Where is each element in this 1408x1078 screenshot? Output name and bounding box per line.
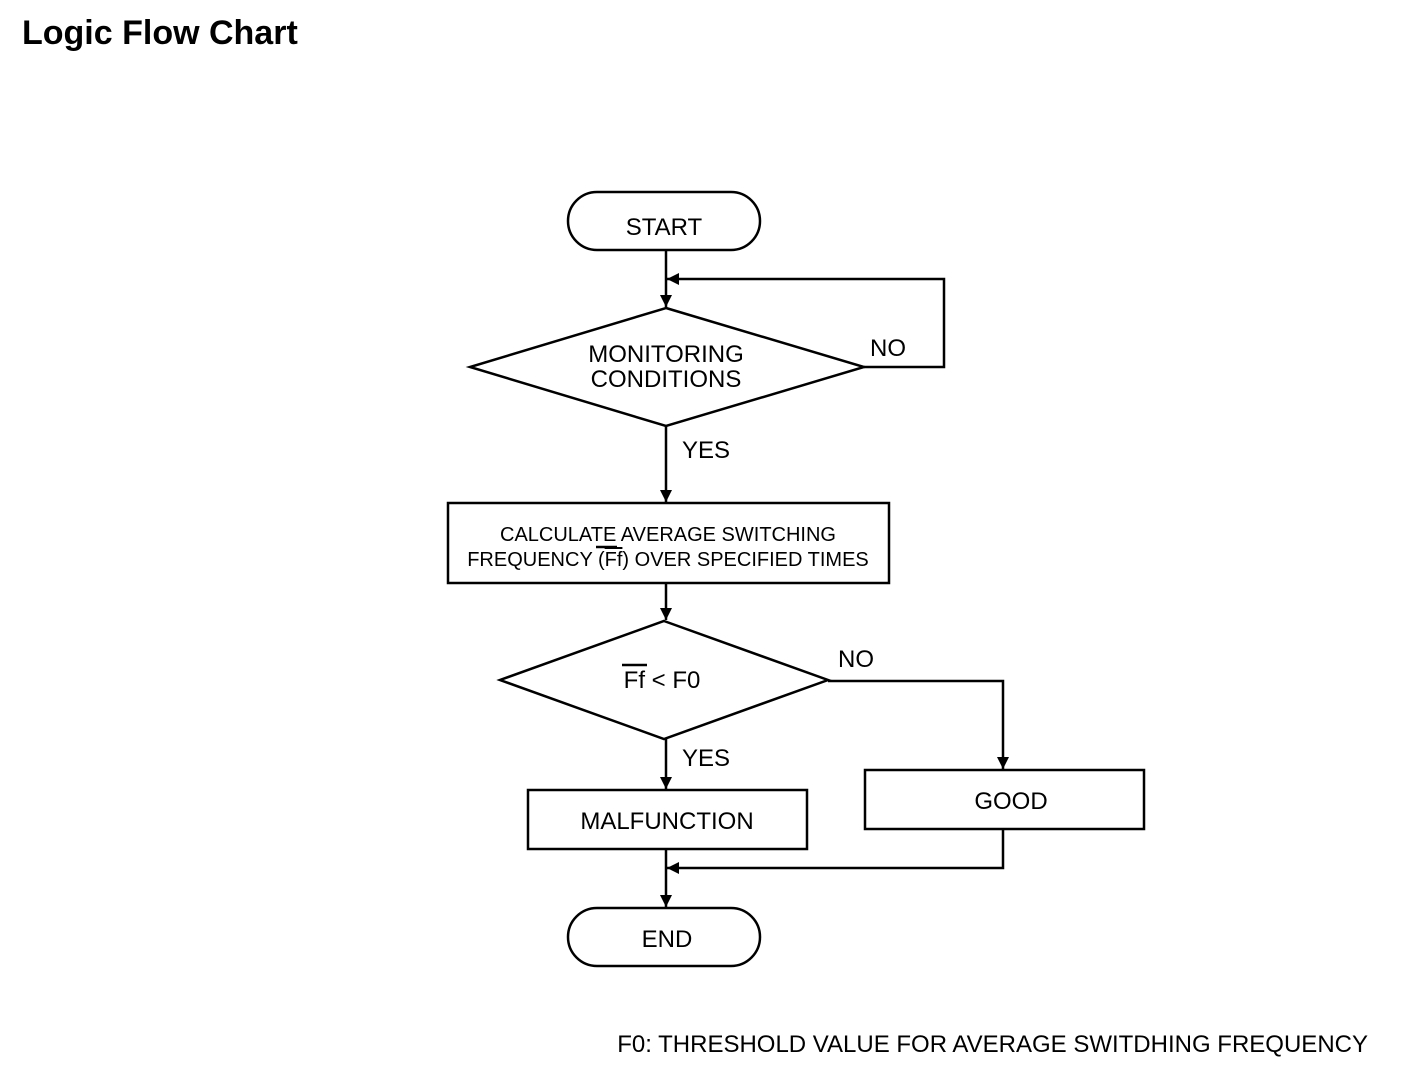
start-label: START — [626, 214, 703, 241]
good-box: GOOD — [863, 768, 1146, 831]
calc-label-line1: CALCULATE AVERAGE SWITCHING — [500, 524, 836, 546]
arrow-compare-no-to-good — [828, 679, 1009, 769]
ff-overline-text: Ff — [605, 549, 623, 571]
compare-decision: Ff < F0 — [496, 619, 832, 741]
arrow-monitoring-no-loop — [667, 273, 946, 369]
malfunction-box: MALFUNCTION — [526, 788, 809, 851]
compare-label: Ff < F0 — [624, 667, 701, 694]
malfunction-label: MALFUNCTION — [580, 808, 753, 835]
start-node: START — [566, 190, 762, 252]
compare-no-label: NO — [838, 646, 874, 673]
end-label: END — [642, 926, 693, 953]
monitoring-conditions-decision: MONITORING CONDITIONS — [465, 306, 869, 428]
monitoring-label-line2: CONDITIONS — [591, 366, 742, 393]
page-title: Logic Flow Chart — [22, 14, 298, 52]
compare-ff-text: Ff — [624, 667, 646, 694]
monitoring-yes-label: YES — [682, 437, 730, 464]
calc-label-line2: FREQUENCY (Ff) OVER SPECIFIED TIMES — [467, 549, 869, 571]
footnote-text: F0: THRESHOLD VALUE FOR AVERAGE SWITDHIN… — [617, 1031, 1368, 1058]
calculate-process-box: CALCULATE AVERAGE SWITCHING FREQUENCY (F… — [446, 501, 891, 585]
arrow-good-to-join — [667, 829, 1005, 874]
monitoring-label-line1: MONITORING — [588, 341, 744, 368]
monitoring-no-label: NO — [870, 335, 906, 362]
compare-yes-label: YES — [682, 745, 730, 772]
good-label: GOOD — [974, 788, 1047, 815]
end-node: END — [566, 906, 762, 968]
